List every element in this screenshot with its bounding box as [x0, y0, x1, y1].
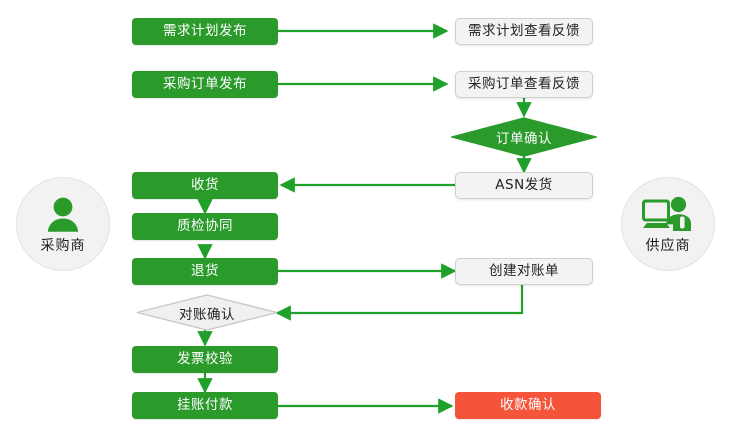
- node-receive-goods[interactable]: 收货: [132, 172, 278, 199]
- person-at-computer-icon: [642, 196, 694, 238]
- node-create-statement[interactable]: 创建对账单: [455, 258, 593, 285]
- actor-buyer[interactable]: 采购商: [16, 177, 110, 271]
- actor-supplier[interactable]: 供应商: [621, 177, 715, 271]
- node-purchase-order-feedback[interactable]: 采购订单查看反馈: [455, 71, 593, 98]
- person-icon: [43, 196, 83, 238]
- node-asn-shipment[interactable]: ASN发货: [455, 172, 593, 199]
- node-return-goods[interactable]: 退货: [132, 258, 278, 285]
- node-demand-plan-feedback[interactable]: 需求计划查看反馈: [455, 18, 593, 45]
- node-receipt-confirm[interactable]: 收款确认: [455, 392, 601, 419]
- node-accrual-payment[interactable]: 挂账付款: [132, 392, 278, 419]
- node-statement-confirm[interactable]: 对账确认: [136, 294, 278, 331]
- actor-supplier-label: 供应商: [645, 237, 691, 254]
- node-purchase-order-publish[interactable]: 采购订单发布: [132, 71, 278, 98]
- node-invoice-check[interactable]: 发票校验: [132, 346, 278, 373]
- node-quality-collaboration[interactable]: 质检协同: [132, 213, 278, 240]
- node-demand-plan-publish[interactable]: 需求计划发布: [132, 18, 278, 45]
- actor-buyer-label: 采购商: [40, 237, 86, 254]
- node-order-confirm[interactable]: 订单确认: [451, 117, 597, 157]
- wire-create-statement-to-statement-confirm: [275, 285, 524, 321]
